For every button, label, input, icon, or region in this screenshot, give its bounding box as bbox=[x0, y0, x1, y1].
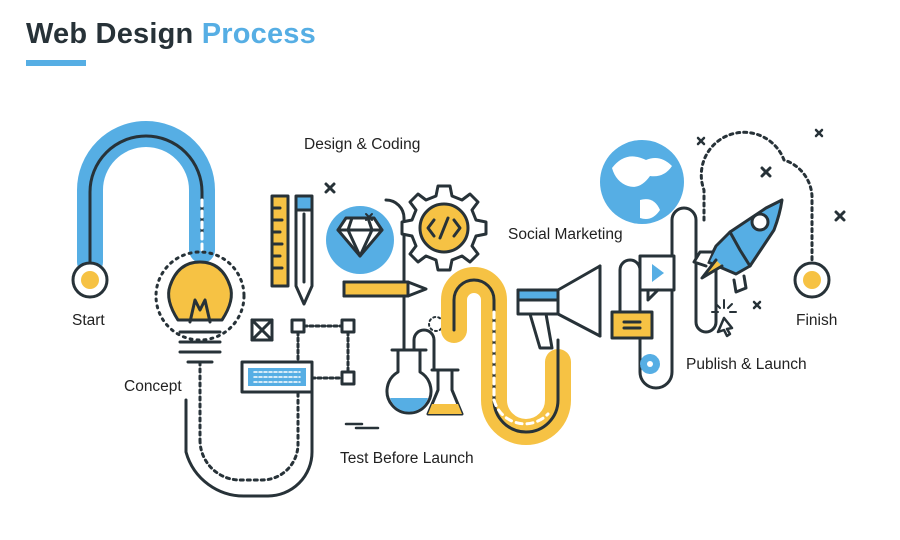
title-part-1: Web Design bbox=[26, 18, 194, 50]
settings-gear-icon bbox=[640, 354, 660, 374]
stage-label-design-coding: Design & Coding bbox=[304, 136, 421, 153]
lightbulb-icon bbox=[154, 250, 246, 442]
start-arch bbox=[77, 121, 215, 275]
gear-code-icon bbox=[400, 184, 488, 272]
video-message-icon bbox=[638, 254, 676, 302]
stage-label-start: Start bbox=[72, 312, 105, 329]
page-title: Web Design Process bbox=[26, 18, 316, 51]
header: Web Design Process bbox=[26, 18, 316, 66]
stage-label-finish: Finish bbox=[796, 312, 838, 329]
message-bubble-icon bbox=[610, 310, 654, 340]
megaphone-icon bbox=[516, 264, 602, 350]
rocket-trail bbox=[699, 130, 814, 264]
title-part-2: Process bbox=[201, 18, 316, 50]
finish-node-icon bbox=[793, 261, 831, 299]
yellow-track bbox=[441, 267, 571, 445]
keyboard-icon bbox=[240, 360, 314, 394]
rocket-icon bbox=[692, 198, 784, 294]
start-node-icon bbox=[71, 261, 109, 299]
stage-label-concept: Concept bbox=[124, 378, 182, 395]
flow-chart-icon bbox=[250, 318, 356, 386]
concept-loop bbox=[184, 390, 314, 498]
stage-label-social: Social Marketing bbox=[508, 226, 623, 243]
stage-label-publish: Publish & Launch bbox=[686, 356, 807, 373]
publish-loop bbox=[618, 206, 718, 390]
ruler-icon bbox=[270, 194, 290, 288]
globe-icon bbox=[600, 140, 684, 224]
title-underline bbox=[26, 60, 86, 66]
sparkle-icon bbox=[324, 128, 846, 310]
long-pencil-icon bbox=[342, 280, 428, 298]
stage-label-test: Test Before Launch bbox=[340, 450, 474, 467]
pencil-icon bbox=[294, 194, 314, 306]
cursor-icon bbox=[711, 299, 737, 338]
diamond-icon bbox=[326, 206, 394, 274]
